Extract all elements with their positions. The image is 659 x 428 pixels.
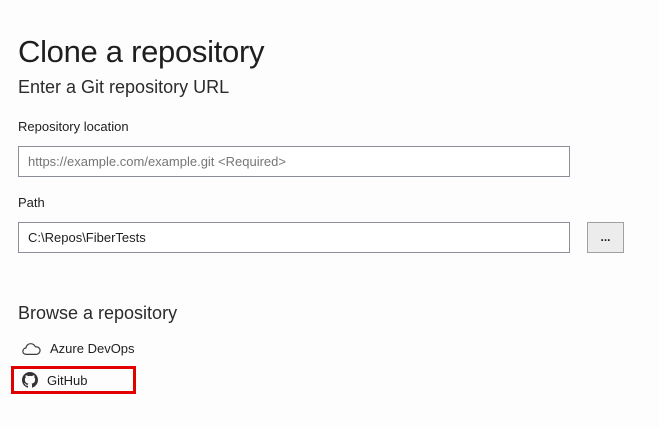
provider-item-azure-devops[interactable]: Azure DevOps: [22, 341, 135, 356]
provider-label: GitHub: [47, 372, 88, 388]
provider-item-github[interactable]: GitHub: [14, 372, 87, 388]
cloud-icon: [22, 342, 41, 356]
browse-path-button[interactable]: ...: [587, 222, 624, 253]
git-url-section-heading: Enter a Git repository URL: [18, 77, 230, 97]
github-icon: [22, 372, 38, 388]
github-highlight-box: GitHub: [11, 366, 136, 394]
browse-section-heading: Browse a repository: [18, 303, 178, 323]
provider-label: Azure DevOps: [50, 341, 135, 356]
path-label: Path: [18, 195, 45, 210]
page-title: Clone a repository: [18, 33, 265, 69]
repository-location-input[interactable]: [18, 146, 570, 177]
path-input[interactable]: [18, 222, 570, 253]
repository-location-label: Repository location: [18, 119, 129, 134]
